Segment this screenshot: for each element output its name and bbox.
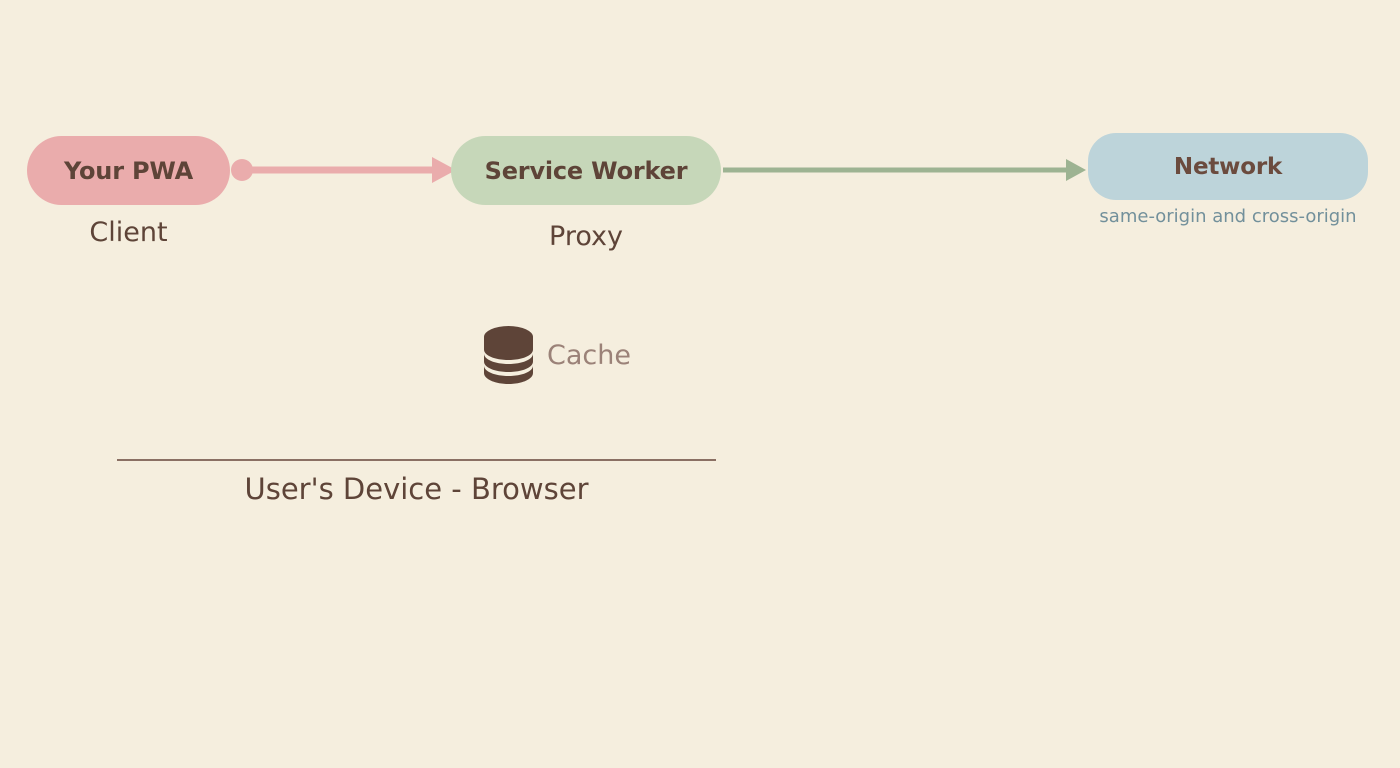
node-service-worker-caption: Proxy: [549, 221, 623, 252]
device-boundary-divider: [117, 459, 716, 461]
node-network-caption: same-origin and cross-origin: [1099, 206, 1357, 227]
connector-pwa-to-service-worker: [231, 157, 456, 183]
connector-start-dot-icon: [231, 159, 253, 181]
database-cylinder-icon: [484, 326, 533, 384]
cache-storage-group: Cache: [484, 326, 631, 384]
arrowhead-icon: [1066, 159, 1086, 181]
connector-service-worker-to-network: [723, 159, 1086, 181]
node-service-worker[interactable]: Service Worker: [451, 136, 721, 205]
cache-label: Cache: [547, 339, 631, 371]
node-your-pwa-caption: Client: [89, 217, 168, 248]
device-boundary-label: User's Device - Browser: [244, 472, 589, 506]
node-your-pwa[interactable]: Your PWA: [27, 136, 230, 205]
node-network[interactable]: Network: [1088, 133, 1368, 200]
